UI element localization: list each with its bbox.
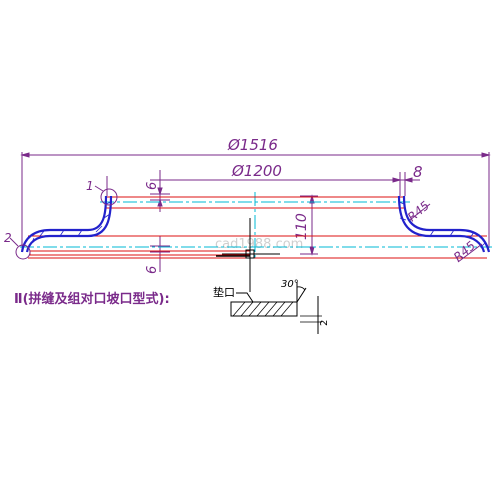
thickness-top-label: 6: [145, 182, 160, 190]
groove-detail: [230, 282, 322, 334]
radius-upper-leader: [409, 203, 431, 221]
inner-diameter-label: Ø1200: [231, 162, 282, 180]
height-dimension: [300, 194, 318, 256]
groove-dimension-label: 2: [319, 320, 330, 326]
detail-marker-1-label: 1: [86, 179, 94, 193]
radius-lower-label: R45: [451, 238, 478, 264]
height-label: 110: [294, 213, 310, 240]
groove-label: 垫口: [213, 285, 235, 299]
cursor-crosshair: [222, 218, 280, 292]
detail-marker-2: [9, 237, 31, 260]
thickness-bottom-label: 6: [145, 266, 160, 274]
head-hatch: [29, 201, 487, 247]
detail-marker-2-label: 2: [4, 231, 12, 245]
groove-angle-label: 30°: [281, 279, 299, 290]
section-lines: [28, 196, 487, 259]
thickness-bottom-dimension: [150, 236, 170, 272]
detail-marker-1: [94, 185, 118, 206]
gap-dimension-label: 8: [413, 163, 423, 181]
centerlines: [20, 192, 492, 258]
inner-diameter-dimension: [106, 172, 420, 196]
section-title: Ⅱ(拼缝及组对口坡口型式):: [14, 291, 170, 307]
radius-lower-leader: [457, 243, 483, 263]
watermark: cad1988.com: [215, 237, 303, 252]
outer-diameter-label: Ø1516: [227, 136, 278, 154]
outer-diameter-dimension: [20, 152, 491, 248]
thickness-top-dimension: [150, 170, 170, 212]
